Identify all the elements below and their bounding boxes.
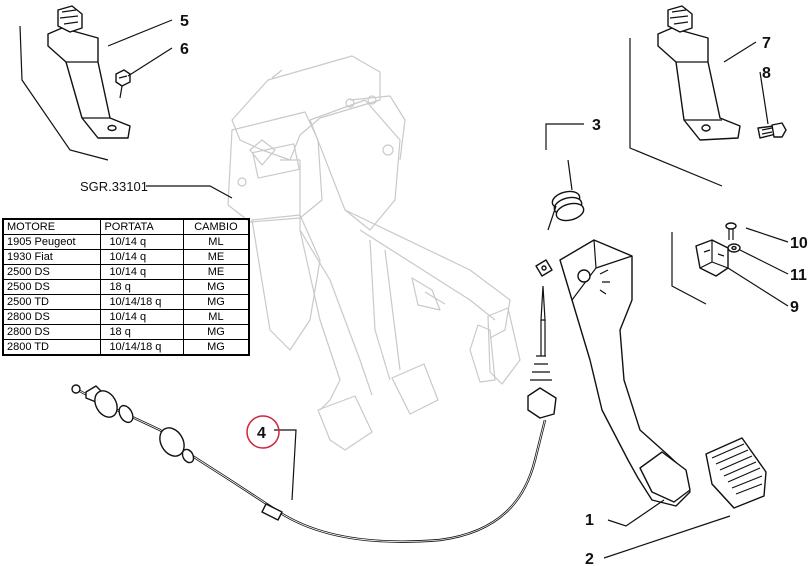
cell-portata: 10/14/18 q xyxy=(100,339,184,356)
cell-cambio: MG xyxy=(182,339,250,356)
compatibility-table: MOTORE PORTATA CAMBIO 1905 Peugeot 10/14… xyxy=(2,218,250,356)
cell-motore: 2800 DS xyxy=(2,324,102,340)
table-row: 2500 DS 18 q MG xyxy=(2,279,250,295)
cell-motore: 2800 TD xyxy=(2,339,102,356)
cell-cambio: MG xyxy=(182,294,250,310)
callout-10: 10 xyxy=(790,235,808,252)
clutch-pedal-part-1 xyxy=(559,239,691,507)
cell-motore: 2800 DS xyxy=(2,309,102,325)
cell-motore: 2500 DS xyxy=(2,279,102,295)
reference-code: SGR.33101 xyxy=(80,179,148,194)
cell-portata: 10/14/18 q xyxy=(100,294,184,310)
cell-motore: 2500 TD xyxy=(2,294,102,310)
bracket-part-5 xyxy=(47,5,131,139)
cell-portata: 10/14 q xyxy=(100,309,184,325)
callout-4-highlight xyxy=(246,415,280,449)
cell-cambio: ME xyxy=(182,264,250,280)
callout-2: 2 xyxy=(585,551,594,566)
table-row: 1930 Fiat 10/14 q ME xyxy=(2,249,250,265)
cell-portata: 10/14 q xyxy=(100,234,184,250)
leader-lines xyxy=(19,19,789,559)
table-row: 2800 DS 10/14 q ML xyxy=(2,309,250,325)
table-row: 2500 DS 10/14 q ME xyxy=(2,264,250,280)
cell-portata: 10/14 q xyxy=(100,249,184,265)
cell-portata: 10/14 q xyxy=(100,264,184,280)
pedal-pad-part-2 xyxy=(705,437,767,509)
bolt-part-8 xyxy=(757,122,787,139)
table-row: 2800 TD 10/14/18 q MG xyxy=(2,339,250,356)
table-row: 2500 TD 10/14/18 q MG xyxy=(2,294,250,310)
header-cambio: CAMBIO xyxy=(182,218,250,235)
table-row: 2800 DS 18 q MG xyxy=(2,324,250,340)
clip-part-9 xyxy=(695,239,729,277)
washer-part-11 xyxy=(727,243,741,253)
screw-part-10 xyxy=(725,222,737,240)
callout-1: 1 xyxy=(585,512,594,529)
cell-portata: 18 q xyxy=(100,279,184,295)
cell-cambio: MG xyxy=(182,279,250,295)
cell-portata: 18 q xyxy=(100,324,184,340)
cell-cambio: ML xyxy=(182,309,250,325)
header-portata: PORTATA xyxy=(100,218,184,235)
screw-part-6 xyxy=(115,69,131,99)
clutch-cable-part-4 xyxy=(71,259,557,543)
header-motore: MOTORE xyxy=(2,218,102,235)
callout-3: 3 xyxy=(592,117,601,134)
cell-cambio: ME xyxy=(182,249,250,265)
cell-motore: 1930 Fiat xyxy=(2,249,102,265)
callout-9: 9 xyxy=(790,299,799,316)
cell-cambio: ML xyxy=(182,234,250,250)
bracket-part-7 xyxy=(657,5,741,141)
cell-cambio: MG xyxy=(182,324,250,340)
callout-4: 4 xyxy=(257,425,266,442)
callout-5: 5 xyxy=(180,13,189,30)
table-header-row: MOTORE PORTATA CAMBIO xyxy=(2,218,250,235)
cell-motore: 2500 DS xyxy=(2,264,102,280)
callout-7: 7 xyxy=(762,35,771,52)
cell-motore: 1905 Peugeot xyxy=(2,234,102,250)
return-spring-part-3 xyxy=(547,159,585,231)
callout-11: 11 xyxy=(790,267,807,284)
callout-8: 8 xyxy=(762,65,771,82)
table-row: 1905 Peugeot 10/14 q ML xyxy=(2,234,250,250)
callout-6: 6 xyxy=(180,41,189,58)
pedal-box-assembly-ghost xyxy=(227,55,521,451)
